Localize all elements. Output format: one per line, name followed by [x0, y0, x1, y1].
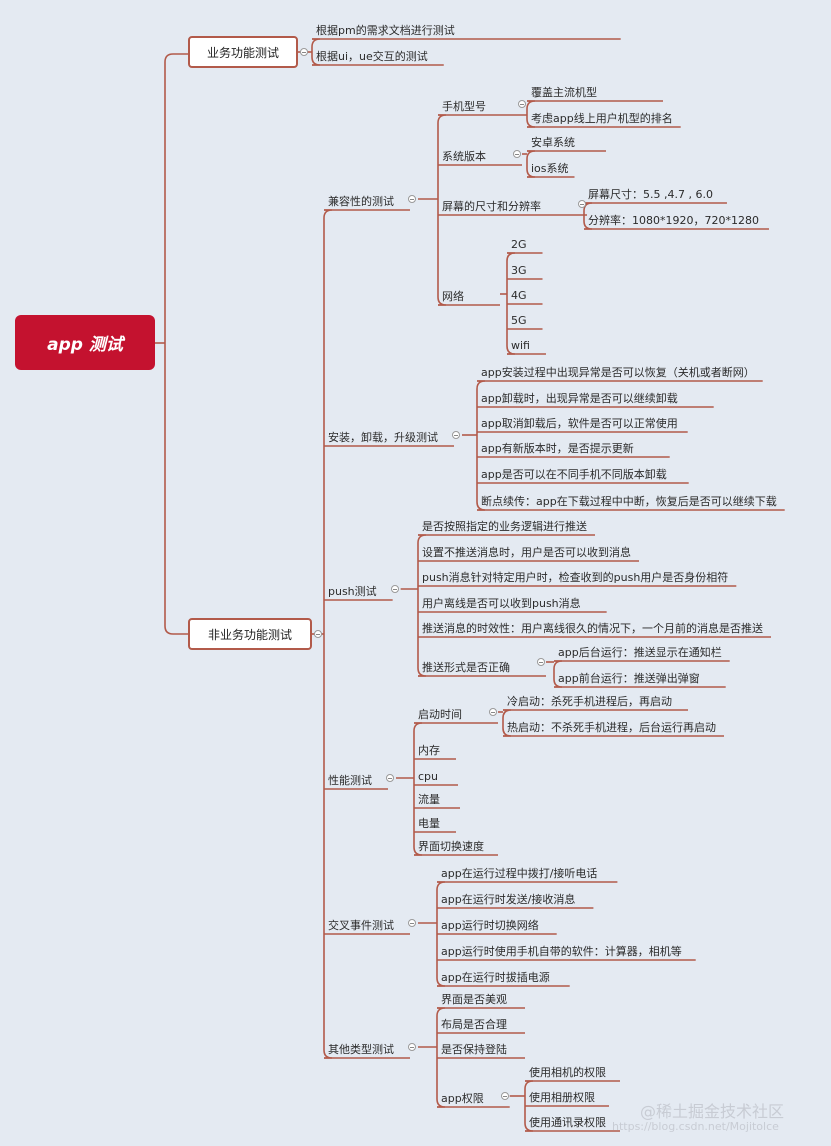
- business-collapse[interactable]: [300, 48, 308, 56]
- push-item[interactable]: 是否按照指定的业务逻辑进行推送: [422, 520, 587, 533]
- category-collapse[interactable]: [407, 919, 416, 927]
- category-collapse[interactable]: [407, 195, 416, 203]
- push-item[interactable]: 推送消息的时效性：用户离线很久的情况下，一个月前的消息是否推送: [422, 622, 763, 635]
- watermark-url: https://blog.csdn.net/Mojitolce: [612, 1120, 779, 1133]
- category-node[interactable]: 其他类型测试: [328, 1043, 394, 1056]
- perf-item[interactable]: 内存: [418, 744, 440, 757]
- push-form-item[interactable]: app前台运行：推送弹出弹窗: [558, 672, 700, 685]
- perf-sub[interactable]: 启动时间: [418, 708, 462, 721]
- cross-item[interactable]: app在运行时发送/接收消息: [441, 893, 576, 906]
- os-version-item[interactable]: 安卓系统: [531, 136, 575, 149]
- compat-sub[interactable]: 系统版本: [442, 150, 486, 163]
- network-item[interactable]: 2G: [511, 238, 527, 251]
- other-item[interactable]: 界面是否美观: [441, 993, 507, 1006]
- push-item[interactable]: push消息针对特定用户时，检查收到的push用户是否身份相符: [422, 571, 729, 584]
- sub-collapse[interactable]: [500, 1092, 509, 1100]
- install-item[interactable]: app取消卸载后，软件是否可以正常使用: [481, 417, 678, 430]
- root-node[interactable]: app 测试: [15, 315, 155, 370]
- category-node[interactable]: push测试: [328, 585, 377, 598]
- cross-item[interactable]: app运行时切换网络: [441, 919, 539, 932]
- screen-item[interactable]: 分辨率：1080*1920，720*1280: [588, 214, 759, 227]
- compat-sub[interactable]: 屏幕的尺寸和分辨率: [442, 200, 541, 213]
- category-node[interactable]: 性能测试: [328, 774, 372, 787]
- install-item[interactable]: app安装过程中出现异常是否可以恢复（关机或者断网）: [481, 366, 755, 379]
- permission-item[interactable]: 使用相机的权限: [529, 1066, 606, 1079]
- category-collapse[interactable]: [385, 774, 394, 782]
- install-item[interactable]: app是否可以在不同手机不同版本卸载: [481, 468, 667, 481]
- sub-collapse[interactable]: [517, 100, 526, 108]
- category-node[interactable]: 安装，卸载，升级测试: [328, 431, 438, 444]
- phone-model-item[interactable]: 覆盖主流机型: [531, 86, 597, 99]
- category-collapse[interactable]: [451, 431, 460, 439]
- business-test-node[interactable]: 业务功能测试: [188, 36, 298, 68]
- watermark: @稀土掘金技术社区: [640, 1102, 785, 1121]
- start-time-item[interactable]: 冷启动：杀死手机进程后，再启动: [507, 695, 672, 708]
- other-item[interactable]: 是否保持登陆: [441, 1043, 507, 1056]
- push-item[interactable]: 设置不推送消息时，用户是否可以收到消息: [422, 546, 631, 559]
- install-item[interactable]: app有新版本时，是否提示更新: [481, 442, 634, 455]
- install-item[interactable]: app卸载时，出现异常是否可以继续卸载: [481, 392, 678, 405]
- sub-collapse[interactable]: [512, 150, 521, 158]
- category-node[interactable]: 兼容性的测试: [328, 195, 394, 208]
- network-item[interactable]: 3G: [511, 264, 527, 277]
- sub-collapse[interactable]: [536, 658, 545, 666]
- compat-sub[interactable]: 网络: [442, 290, 464, 303]
- nonbusiness-collapse[interactable]: [314, 630, 322, 638]
- category-collapse[interactable]: [407, 1043, 416, 1051]
- cross-item[interactable]: app在运行时拔插电源: [441, 971, 550, 984]
- perf-item[interactable]: cpu: [418, 770, 439, 783]
- sub-collapse[interactable]: [577, 200, 586, 208]
- cross-item[interactable]: app运行时使用手机自带的软件：计算器，相机等: [441, 945, 682, 958]
- perf-item[interactable]: 流量: [418, 793, 440, 806]
- category-node[interactable]: 交叉事件测试: [328, 919, 394, 932]
- network-item[interactable]: 5G: [511, 314, 527, 327]
- network-item[interactable]: 4G: [511, 289, 527, 302]
- nonbusiness-test-node[interactable]: 非业务功能测试: [188, 618, 312, 650]
- phone-model-item[interactable]: 考虑app线上用户机型的排名: [531, 112, 673, 125]
- business-item[interactable]: 根据pm的需求文档进行测试: [316, 24, 455, 37]
- compat-sub[interactable]: 手机型号: [442, 100, 486, 113]
- category-collapse[interactable]: [390, 585, 399, 593]
- push-item[interactable]: 用户离线是否可以收到push消息: [422, 597, 581, 610]
- perf-item[interactable]: 界面切换速度: [418, 840, 484, 853]
- other-item[interactable]: 布局是否合理: [441, 1018, 507, 1031]
- perf-link-bracket: [413, 722, 423, 856]
- perf-item[interactable]: 电量: [418, 817, 440, 830]
- push-sub[interactable]: 推送形式是否正确: [422, 661, 510, 674]
- permission-item[interactable]: 使用相册权限: [529, 1091, 595, 1104]
- business-item[interactable]: 根据ui，ue交互的测试: [316, 50, 428, 63]
- install-item[interactable]: 断点续传：app在下载过程中中断，恢复后是否可以继续下载: [481, 495, 777, 508]
- push-form-item[interactable]: app后台运行：推送显示在通知栏: [558, 646, 722, 659]
- screen-item[interactable]: 屏幕尺寸：5.5 ,4.7 , 6.0: [588, 188, 713, 201]
- cross-item[interactable]: app在运行过程中拨打/接听电话: [441, 867, 598, 880]
- other-sub[interactable]: app权限: [441, 1092, 484, 1105]
- start-time-item[interactable]: 热启动：不杀死手机进程，后台运行再启动: [507, 721, 716, 734]
- permission-item[interactable]: 使用通讯录权限: [529, 1116, 606, 1129]
- root-link-bracket: [164, 53, 188, 635]
- os-version-item[interactable]: ios系统: [531, 162, 569, 175]
- sub-collapse[interactable]: [488, 708, 497, 716]
- network-item[interactable]: wifi: [511, 339, 530, 352]
